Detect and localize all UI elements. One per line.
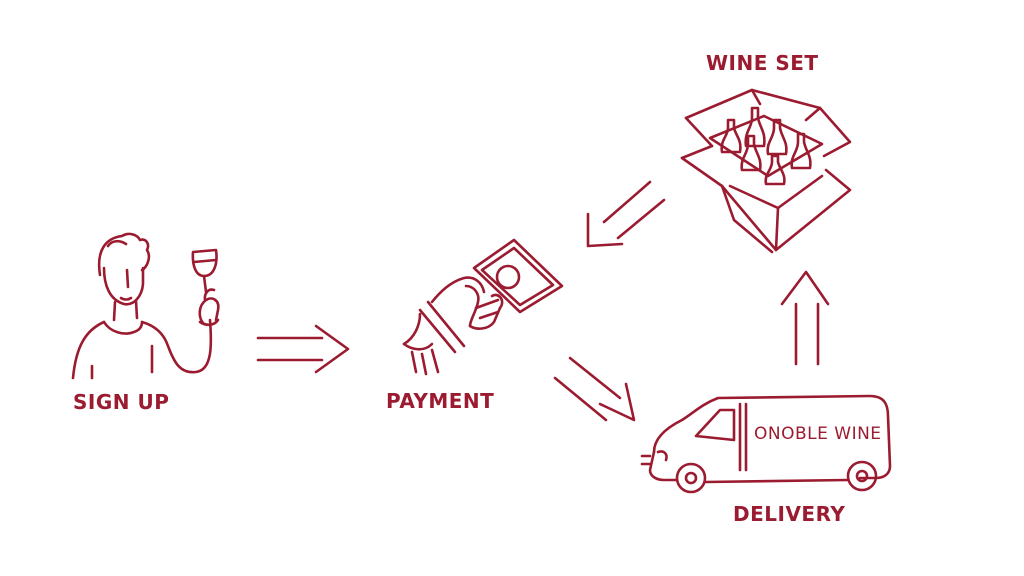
step-label-payment: PAYMENT — [386, 389, 495, 413]
person-with-wine-glass-illustration — [71, 232, 220, 380]
step-label-sign-up: SIGN UP — [73, 390, 170, 414]
arrow-delivery-to-wineset — [780, 270, 830, 366]
step-label-wine-set: WINE SET — [706, 51, 819, 75]
arrow-payment-to-delivery — [553, 356, 636, 422]
van-lettering: ONOBLE WINE — [754, 424, 882, 444]
arrow-signup-to-payment — [256, 324, 350, 374]
step-label-delivery: DELIVERY — [733, 502, 846, 526]
hand-with-banknote-illustration — [402, 238, 564, 376]
wine-box-illustration — [680, 88, 852, 254]
delivery-van-illustration — [640, 394, 892, 494]
arrow-wineset-to-payment — [586, 180, 666, 248]
